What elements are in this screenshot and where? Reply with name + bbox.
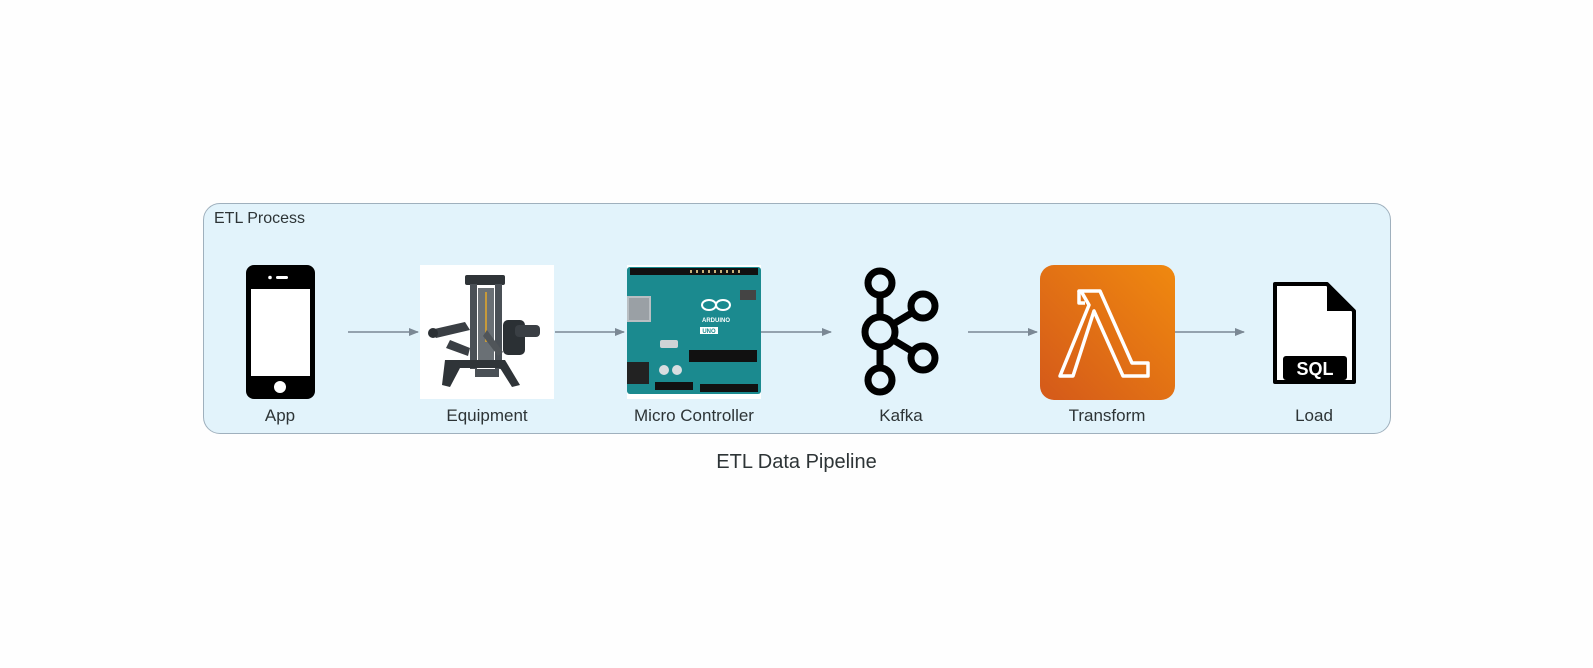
smartphone-icon — [246, 265, 315, 399]
diagram-title: ETL Data Pipeline — [716, 451, 877, 473]
node-label-equipment: Equipment — [446, 406, 528, 425]
arduino-brand-text: ARDUINO — [702, 318, 730, 324]
node-label-transform: Transform — [1068, 406, 1146, 425]
arduino-model-text: UNO — [702, 329, 716, 335]
gym-machine-image — [420, 265, 554, 399]
aws-lambda-icon — [1040, 265, 1175, 400]
sql-file-icon: SQL — [1273, 282, 1356, 384]
sql-badge-text: SQL — [1296, 359, 1333, 379]
node-label-app: App — [264, 406, 296, 425]
kafka-icon — [861, 267, 939, 396]
etl-process-cluster: ETL Process — [203, 203, 1391, 434]
node-label-microcontroller: Micro Controller — [634, 406, 754, 425]
cluster-label: ETL Process — [214, 210, 305, 227]
node-label-kafka: Kafka — [879, 406, 923, 425]
arduino-board-image: ARDUINO UNO — [627, 265, 761, 399]
node-label-load: Load — [1295, 406, 1333, 425]
